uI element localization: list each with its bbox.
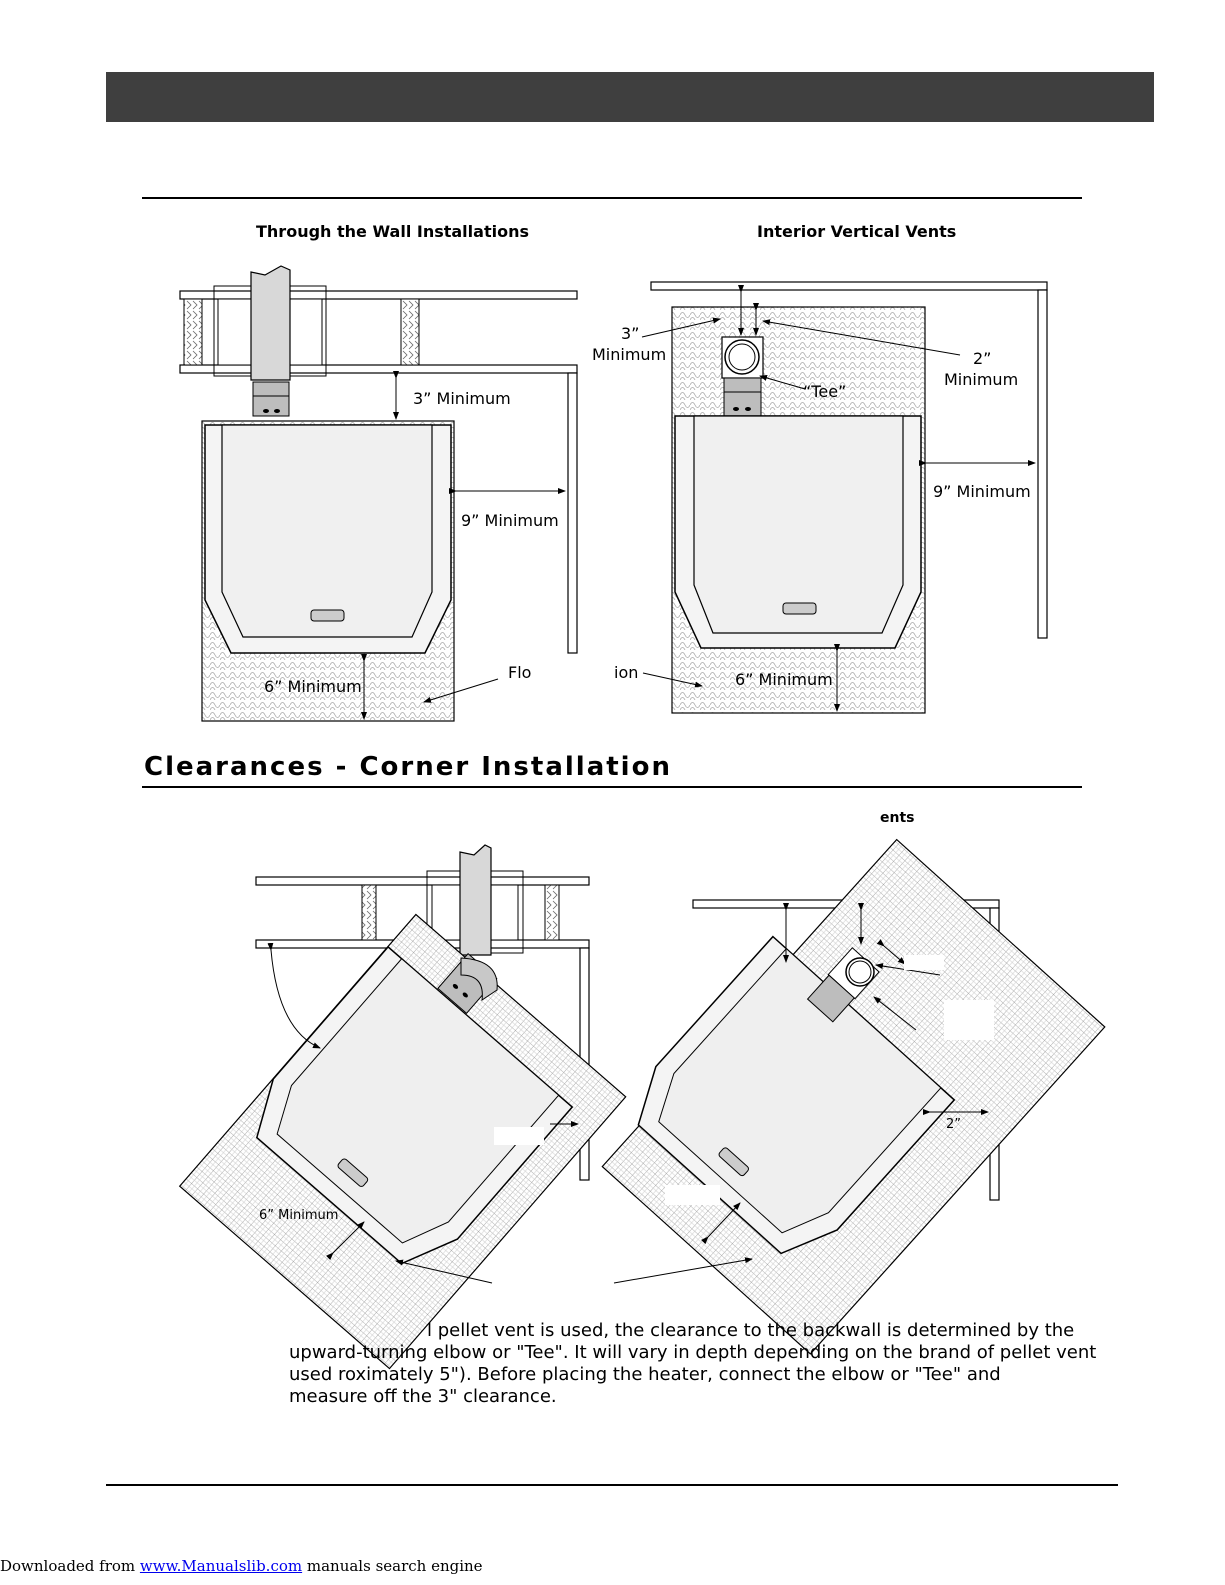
iv-tee-label: “Tee” xyxy=(803,382,847,401)
iv-9-minimum-label: 9” Minimum xyxy=(933,482,1031,501)
iv-2-minimum-label: Minimum xyxy=(944,370,1019,389)
cn-2-label: 2” xyxy=(946,1117,962,1132)
paragraph-line: used roximately 5"). Before placing the … xyxy=(289,1364,1001,1385)
interior-vertical-title: Interior Vertical Vents xyxy=(757,222,957,241)
cn-6-minimum-label: 6” Minimum xyxy=(259,1208,339,1223)
floor-protection-label-right: ion xyxy=(614,663,639,682)
header-bar xyxy=(106,72,1154,122)
tw-3-minimum-label: 3” Minimum xyxy=(413,389,511,408)
corner-through-wall-diagram xyxy=(178,844,627,1370)
interior-vertical-diagram xyxy=(641,281,1048,714)
corner-installation-heading: Clearances - Corner Installation xyxy=(144,752,672,782)
footer-rule xyxy=(106,1484,1118,1486)
through-wall-title: Through the Wall Installations xyxy=(256,222,529,241)
iv-6-minimum-label: 6” Minimum xyxy=(735,670,833,689)
footer-suffix: manuals search engine xyxy=(302,1557,483,1575)
tw-9-minimum-label: 9” Minimum xyxy=(461,511,559,530)
top-section-rule xyxy=(142,197,1082,199)
paragraph-line: upward-turning elbow or "Tee". It will v… xyxy=(289,1342,1097,1363)
paragraph-line: measure off the 3" clearance. xyxy=(289,1386,557,1407)
manualslib-link[interactable]: www.Manualslib.com xyxy=(139,1557,303,1575)
corner-right-title-fragment: ents xyxy=(880,810,915,826)
footer-prefix: Downloaded from xyxy=(0,1557,140,1575)
iv-3-minimum-label: Minimum xyxy=(592,345,667,364)
iv-2-label: 2” xyxy=(973,349,992,368)
tw-6-minimum-label: 6” Minimum xyxy=(264,677,362,696)
clearance-note-paragraph: l pellet vent is used, the clearance to … xyxy=(289,1320,1097,1408)
paragraph-line: l pellet vent is used, the clearance to … xyxy=(427,1320,1075,1341)
corner-section-rule xyxy=(142,786,1082,788)
corner-interior-vertical-diagram xyxy=(601,838,1106,1355)
through-wall-diagram xyxy=(179,265,578,722)
floor-protection-label-left: Flo xyxy=(508,663,532,682)
iv-3-label: 3” xyxy=(621,324,640,343)
download-footer: Downloaded from www.Manualslib.com manua… xyxy=(0,1557,483,1575)
